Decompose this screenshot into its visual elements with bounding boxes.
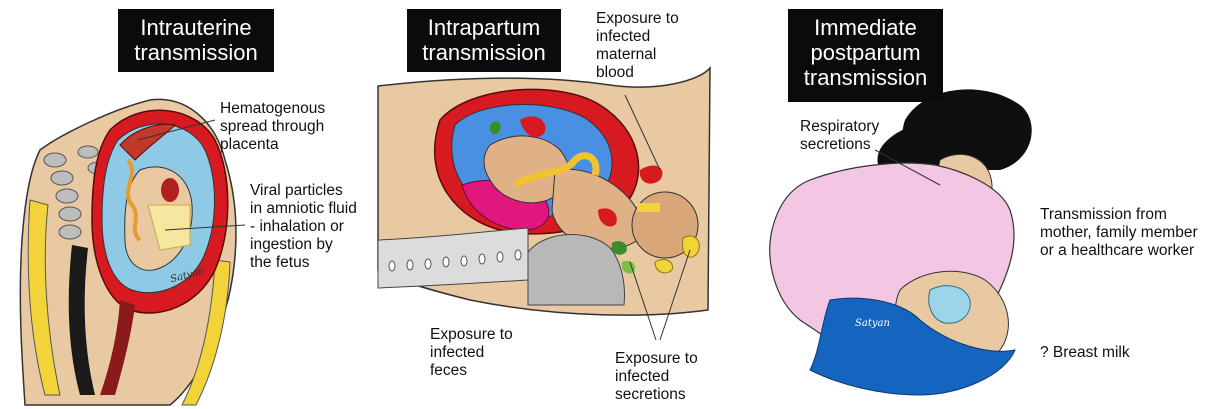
intrapartum-illustration — [378, 68, 710, 340]
label-secretions: Exposure to infected secretions — [615, 350, 698, 404]
baby-mask — [929, 286, 970, 324]
panel-title-intrapartum: Intrapartum transmission — [407, 9, 561, 72]
panel-title-intrauterine: Intrauterine transmission — [118, 9, 274, 72]
artist-signature: Satyan — [855, 318, 890, 329]
label-amniotic: Viral particles in amniotic fluid - inha… — [250, 182, 357, 272]
label-feces: Exposure to infected feces — [430, 326, 513, 380]
label-transmission-from: Transmission from mother, family member … — [1040, 206, 1198, 260]
secretion-yellow — [683, 236, 700, 257]
label-maternal-blood: Exposure to infected maternal blood — [596, 10, 679, 82]
label-breast-milk: ? Breast milk — [1040, 344, 1130, 362]
panel-title-postpartum: Immediate postpartum transmission — [788, 9, 943, 102]
label-respiratory: Respiratory secretions — [800, 118, 879, 154]
fetal-organ — [161, 178, 179, 202]
label-hematogenous: Hematogenous spread through placenta — [220, 100, 325, 154]
secretion-yellow-bar — [637, 203, 660, 212]
intrauterine-illustration — [20, 99, 245, 405]
